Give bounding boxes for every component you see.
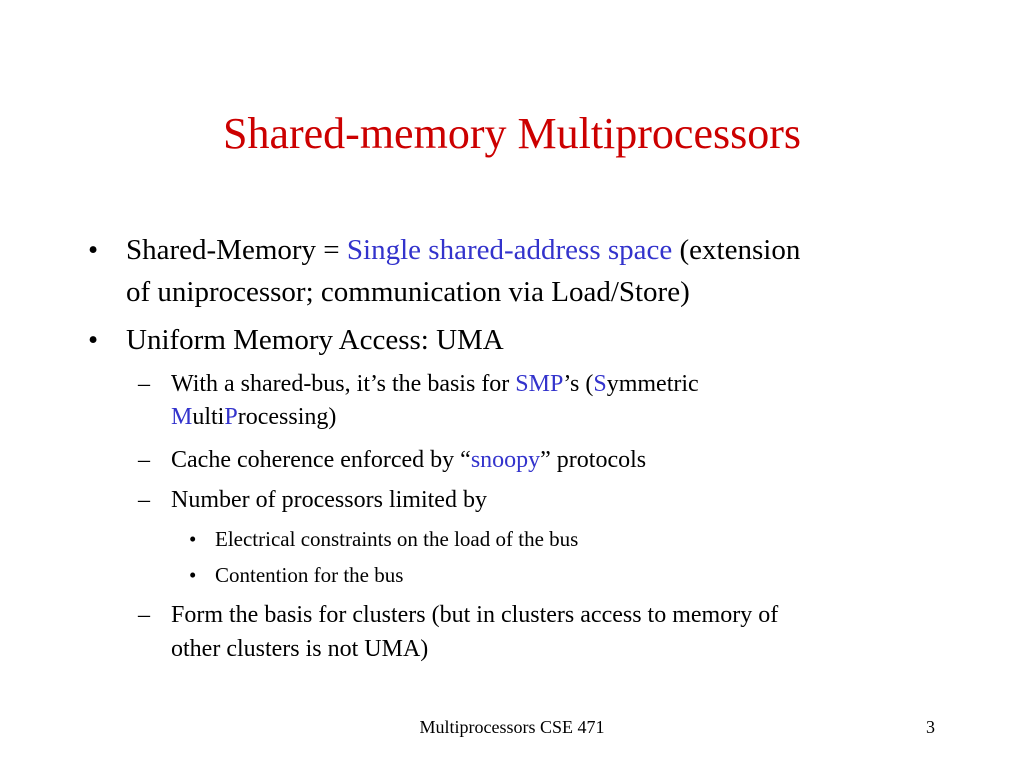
highlight-p: P — [224, 404, 238, 430]
text-segment: Shared-Memory = — [126, 234, 347, 266]
sub-item-clusters-line2: other clusters is not UMA) — [171, 636, 429, 662]
text-segment: With a shared-bus, it’s the basis for — [171, 371, 516, 397]
text-segment: ” protocols — [540, 447, 647, 473]
sub-item-clusters: Form the basis for clusters (but in clus… — [171, 602, 779, 628]
highlight-smp: SMP — [515, 371, 564, 397]
highlight-s: S — [593, 371, 607, 397]
text-segment: ymmetric — [606, 371, 699, 397]
text-segment: rocessing) — [237, 404, 337, 430]
dash-marker: – — [138, 371, 150, 397]
bullet-shared-memory-line2: of uniprocessor; communication via Load/… — [126, 276, 690, 308]
sub-item-smp: With a shared-bus, it’s the basis for SM… — [171, 369, 699, 399]
dash-marker: – — [138, 487, 150, 513]
tertiary-item-contention: Contention for the bus — [215, 563, 404, 587]
dash-marker: – — [138, 602, 150, 628]
text-segment: Cache coherence enforced by “ — [171, 447, 471, 473]
text-segment: (extension — [672, 234, 801, 266]
highlight-snoopy: snoopy — [470, 447, 541, 473]
page-number: 3 — [926, 717, 935, 737]
sub-item-smp-line2: MultiProcessing) — [171, 402, 336, 432]
highlight-m: M — [171, 404, 193, 430]
slide-title: Shared-memory Multiprocessors — [223, 109, 801, 158]
bullet-marker-small: • — [189, 563, 197, 587]
sub-item-processors-limited: Number of processors limited by — [171, 487, 487, 513]
dash-marker: – — [138, 447, 150, 473]
bullet-shared-memory: Shared-Memory = Single shared-address sp… — [126, 232, 800, 268]
bullet-marker: • — [88, 324, 99, 356]
text-segment: ’s ( — [563, 371, 594, 397]
bullet-marker: • — [88, 234, 99, 266]
highlight-single-shared-address-space: Single shared-address space — [346, 234, 673, 266]
tertiary-item-electrical: Electrical constraints on the load of th… — [215, 527, 579, 551]
sub-item-cache-coherence: Cache coherence enforced by “snoopy” pro… — [171, 445, 646, 475]
footer-course-label: Multiprocessors CSE 471 — [419, 717, 605, 737]
text-segment: ulti — [192, 404, 225, 430]
bullet-uma: Uniform Memory Access: UMA — [126, 324, 504, 356]
bullet-marker-small: • — [189, 527, 197, 551]
